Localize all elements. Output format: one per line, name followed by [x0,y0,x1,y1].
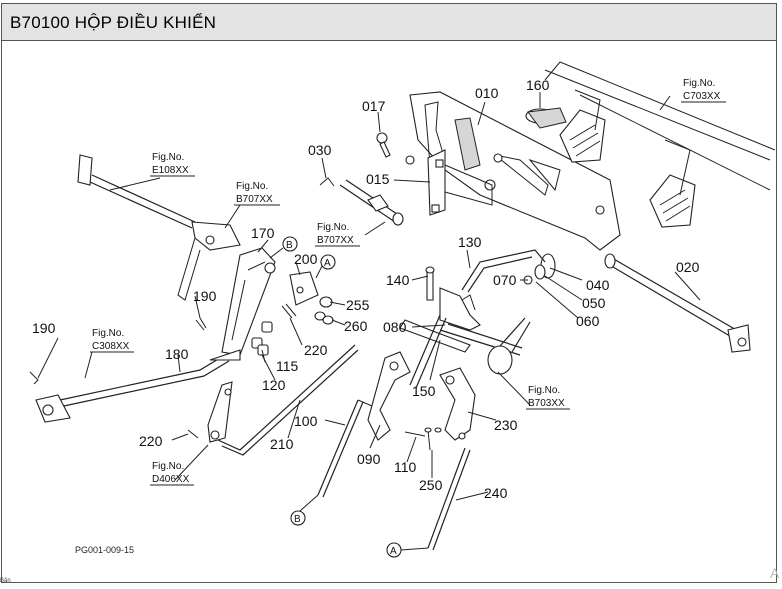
connector-a-upper: A [315,254,336,279]
part-label: 060 [576,313,600,329]
spacers-115-120-drawing [251,321,273,356]
washers-drawing [523,253,556,285]
shaft-b703-drawing [439,317,531,375]
footer-note: Bản [0,578,11,584]
frame-c703-drawing [544,61,776,228]
title-bar: B70100 HỘP ĐIỀU KHIỂN [1,3,777,41]
part-label: 030 [308,142,332,158]
svg-text:E108XX: E108XX [152,165,189,176]
fig-ref-c703: Fig.No. C703XX [681,78,726,103]
shaft-020-drawing [604,253,751,353]
part-label: 110 [394,459,417,475]
svg-text:Fig.No.: Fig.No. [152,461,184,472]
part-label: 210 [270,436,294,452]
diagram-frame [1,3,777,583]
part-label: 250 [419,477,443,493]
svg-text:B: B [286,240,293,251]
part-label: 115 [276,358,299,374]
fig-ref-b707b: Fig.No. B707XX [315,222,360,247]
rod-240-drawing [427,447,471,551]
svg-text:Fig.No.: Fig.No. [683,78,715,89]
fig-ref-b703: Fig.No. B703XX [526,385,570,410]
svg-text:A: A [390,546,397,557]
figure-references: Fig.No. E108XX Fig.No. B707XX Fig.No. B7… [90,78,726,486]
leader-lines [37,92,701,501]
part-label: 020 [676,259,700,275]
part-label: 260 [344,318,368,334]
part-label: 130 [458,234,482,250]
svg-text:B703XX: B703XX [528,398,565,409]
svg-text:D406XX: D406XX [152,474,190,485]
svg-text:Fig.No.: Fig.No. [236,181,268,192]
diagram-code: PG001-009-15 [75,545,135,555]
svg-text:C308XX: C308XX [92,341,130,352]
corner-mark: A [770,565,780,581]
connector-a-lower: A [386,542,429,558]
part-label: 150 [412,383,436,399]
bracket-010-drawing [409,91,621,251]
link-200-drawing [289,271,334,325]
part-label: 230 [494,417,518,433]
pin-220-upper-drawing [281,303,297,319]
knob-160-drawing [525,107,567,129]
svg-text:A: A [324,258,331,269]
lever-e108-drawing [77,154,241,301]
connector-b-lower: B [290,494,319,526]
part-label: 190 [193,288,217,304]
pins-110-250-drawing [404,427,442,451]
part-labels: 010 015 017 020 030 040 050 060 070 080 … [32,77,700,501]
fig-ref-e108: Fig.No. E108XX [150,152,195,177]
svg-text:B: B [294,514,301,525]
part-label: 070 [493,272,517,288]
fig-ref-c308: Fig.No. C308XX [90,328,134,353]
pin-190-center-drawing [195,317,207,331]
part-label: 100 [294,413,318,429]
lever-d406-drawing [187,381,233,443]
lever-assembly-drawing [399,249,546,389]
part-label: 200 [294,251,318,267]
part-label: 240 [484,485,508,501]
part-label: 140 [386,272,410,288]
svg-text:C703XX: C703XX [683,91,721,102]
rod-100-drawing [317,399,373,498]
part-label: 220 [304,342,328,358]
page-title: B70100 HỘP ĐIỀU KHIỂN [10,13,217,32]
connector-marks: B A B A [269,236,429,558]
svg-text:Fig.No.: Fig.No. [152,152,184,163]
part-label: 080 [383,319,407,335]
rod-210-drawing [217,344,359,456]
part-label: 090 [357,451,381,467]
part-label: 015 [366,171,390,187]
part-label: 180 [165,346,189,362]
part-label: 040 [586,277,610,293]
pin-190-left-drawing [29,371,39,385]
part-label: 017 [362,98,386,114]
part-label: 160 [526,77,550,93]
part-label: 255 [346,297,370,313]
part-label: 050 [582,295,606,311]
svg-text:Fig.No.: Fig.No. [92,328,124,339]
rod-180-drawing [35,349,241,423]
fig-ref-d406: Fig.No. D406XX [150,461,194,486]
plate-170-drawing [221,247,276,356]
svg-text:B707XX: B707XX [236,194,273,205]
bolt-017-drawing [376,132,415,165]
part-label: 220 [139,433,163,449]
part-label: 120 [262,377,286,393]
fig-ref-b707a: Fig.No. B707XX [234,181,280,206]
part-label: 010 [475,85,499,101]
part-label: 190 [32,320,56,336]
connector-b-upper: B [269,236,298,259]
part-label: 170 [251,225,275,241]
pedal-arms-drawing [367,351,476,441]
pin-030-drawing [319,177,404,226]
plate-015-drawing [427,149,493,216]
svg-text:Fig.No.: Fig.No. [317,222,349,233]
svg-text:Fig.No.: Fig.No. [528,385,560,396]
svg-text:B707XX: B707XX [317,235,354,246]
